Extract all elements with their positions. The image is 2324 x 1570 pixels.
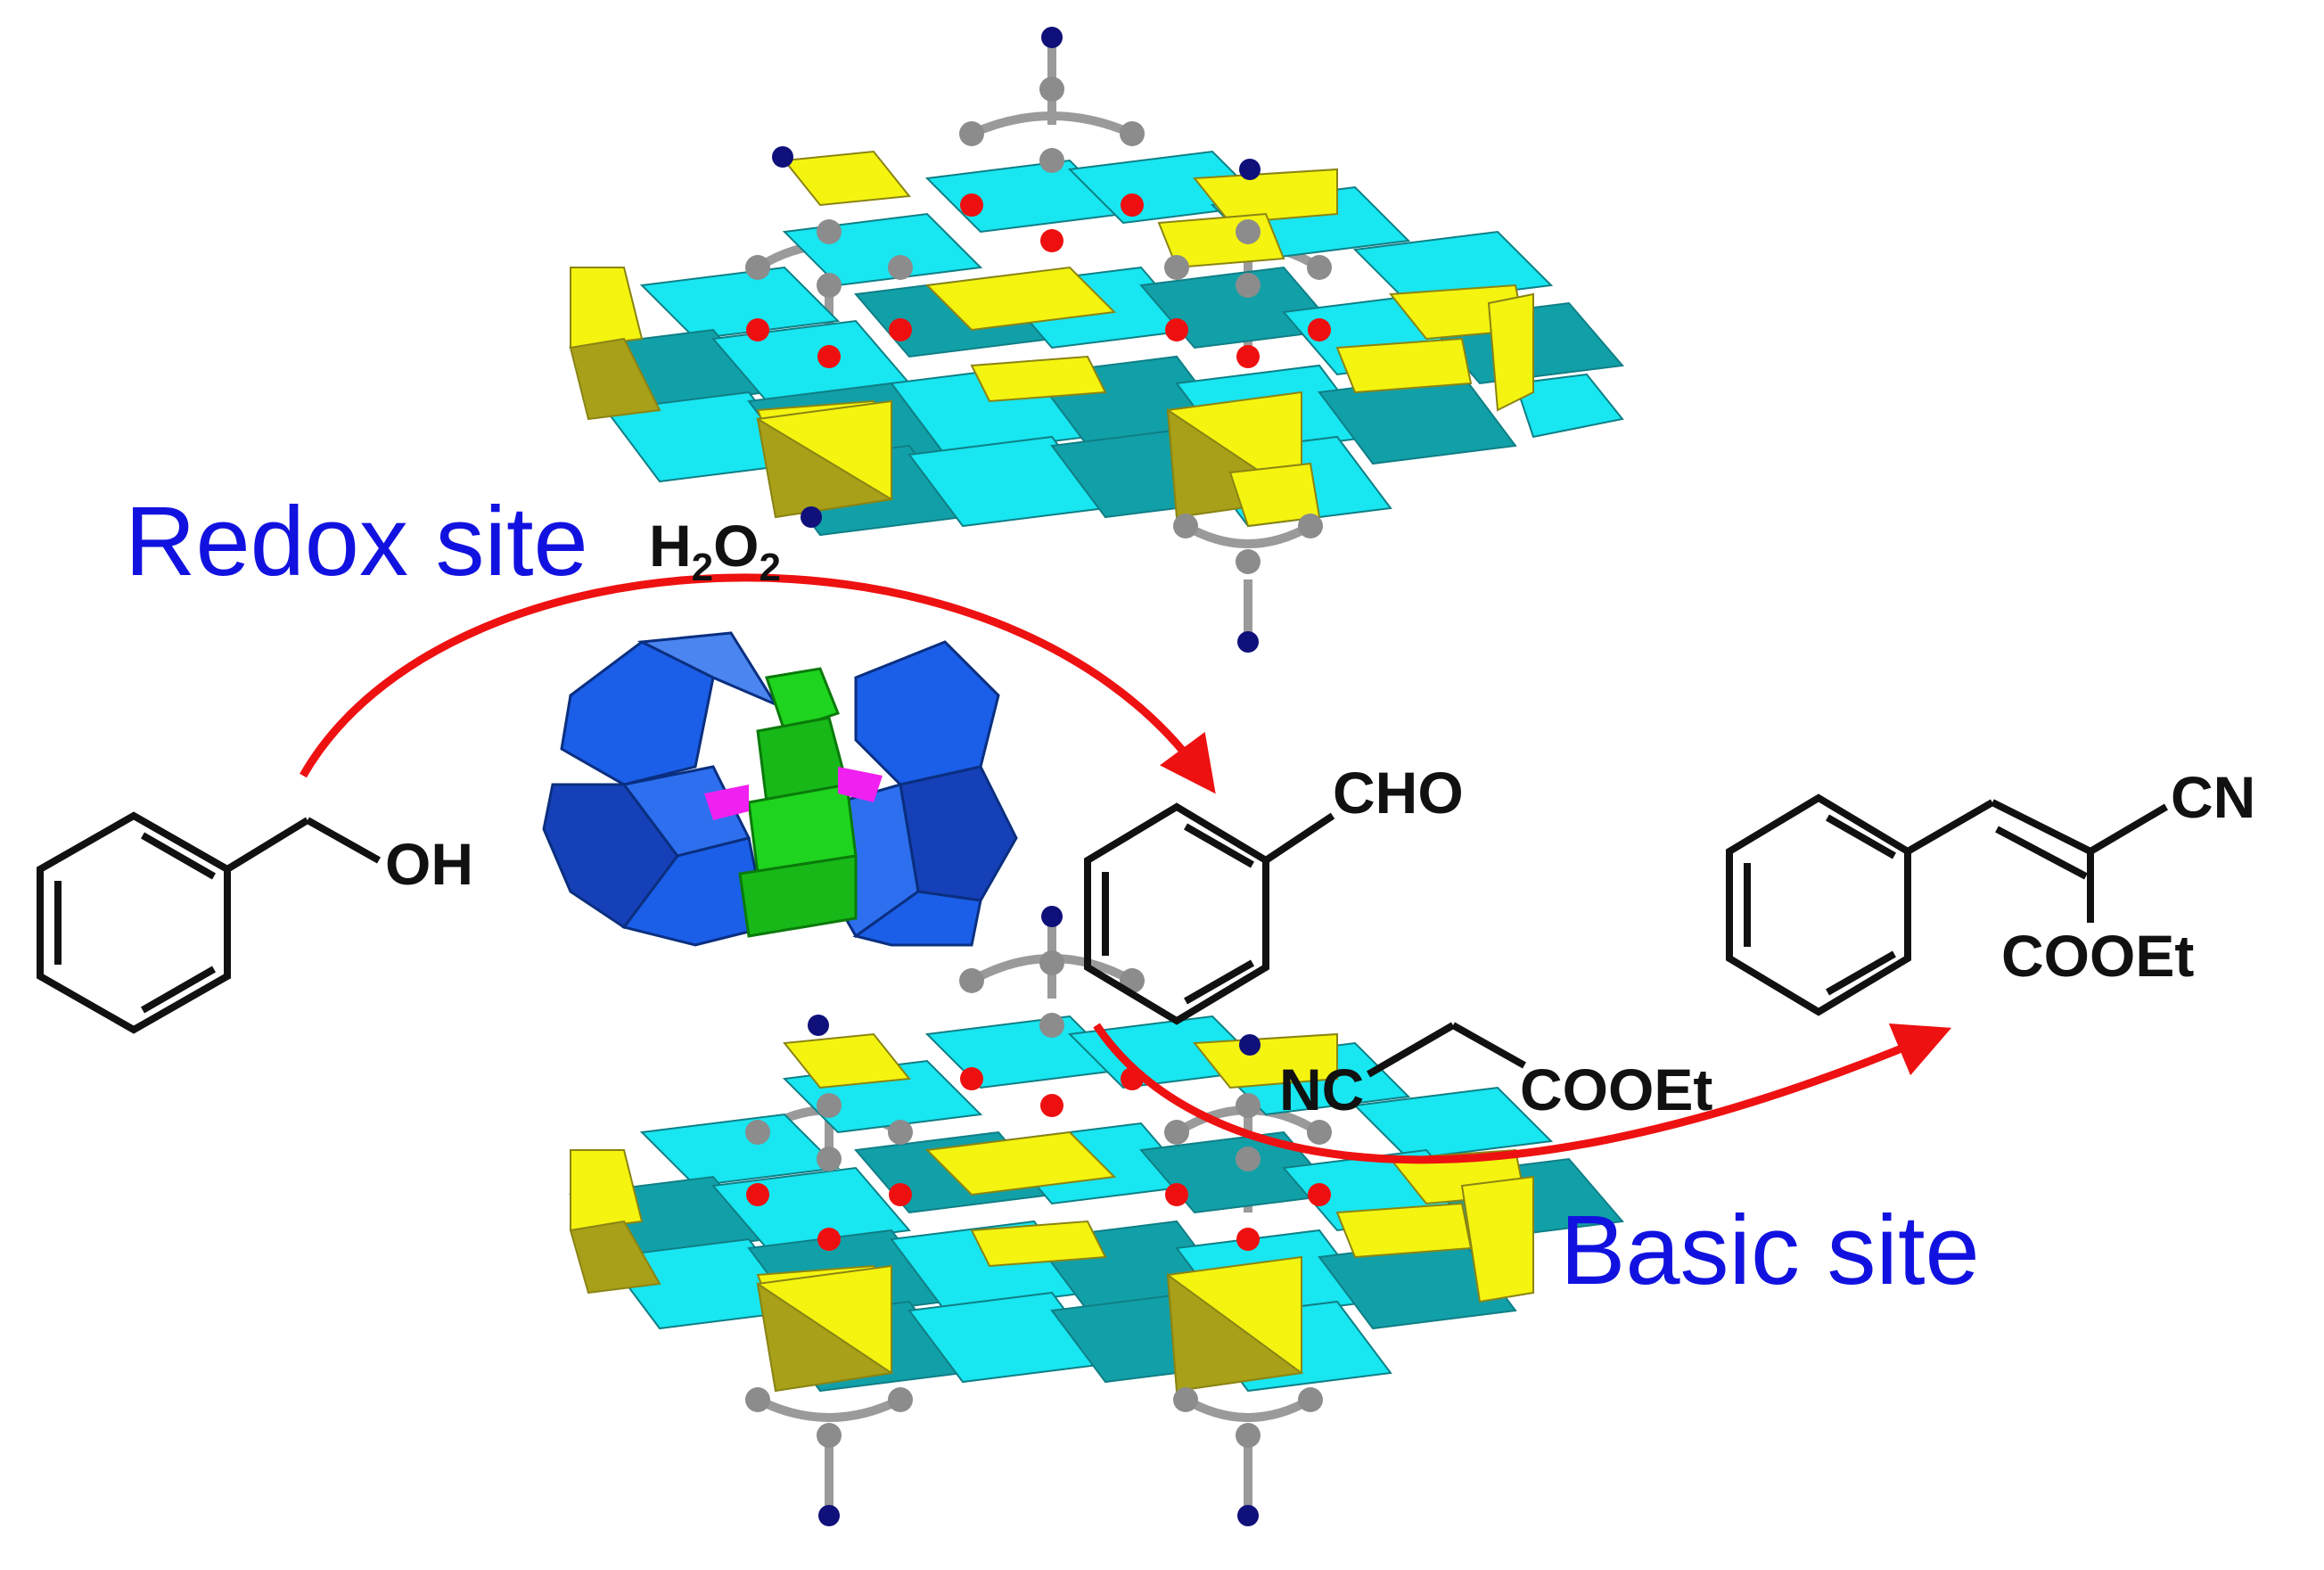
nitrile-left-label: NC	[1279, 1056, 1364, 1122]
redox-arrow-icon	[300, 573, 1216, 794]
product-ester-label: COOEt	[2001, 923, 2194, 989]
benzyl-alcohol-molecule	[37, 811, 381, 1034]
oxidant-h: H	[649, 513, 692, 579]
ester-left-label: COOEt	[1520, 1056, 1712, 1122]
basic-arrow-icon	[1093, 1023, 1952, 1164]
ethyl-cyanoacetate-molecule	[1366, 1022, 1526, 1078]
benzaldehyde-molecule	[1084, 802, 1335, 1025]
redox-site-label: Redox site	[125, 487, 588, 596]
aldehyde-label: CHO	[1333, 760, 1464, 826]
bottom-layer-structure-icon	[569, 906, 1624, 1526]
oxidant-sub-1: 2	[692, 546, 713, 589]
oxidant-o: O	[713, 513, 759, 579]
cinnamate-product-molecule	[1726, 793, 2169, 1016]
hydroxyl-label: OH	[385, 831, 473, 897]
product-nitrile-label: CN	[2171, 764, 2255, 830]
basic-site-label: Basic site	[1560, 1196, 1980, 1305]
polyoxometalate-cluster-icon	[542, 631, 1018, 947]
top-layer-structure-icon	[569, 27, 1624, 653]
oxidant-label: H2O2	[649, 513, 781, 589]
oxidant-sub-2: 2	[760, 546, 781, 589]
